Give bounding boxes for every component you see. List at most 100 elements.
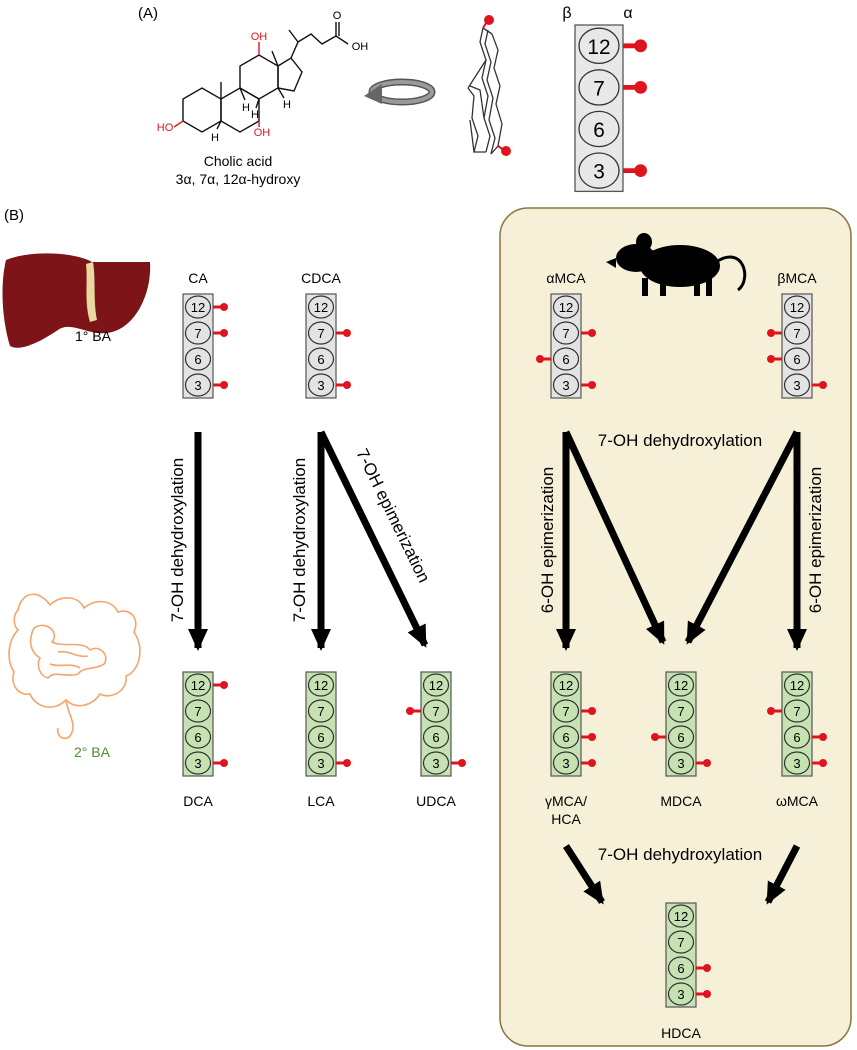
position-number: 6 xyxy=(194,730,201,745)
ring-position-12 xyxy=(667,673,695,697)
h-label-2: H xyxy=(251,109,259,121)
hydroxyl-group xyxy=(703,964,711,972)
position-number: 7 xyxy=(593,77,605,100)
hydroxyl-group xyxy=(651,733,659,741)
ring-position-3 xyxy=(667,751,695,775)
ring-position-12 xyxy=(307,673,335,697)
mouse-icon xyxy=(606,233,747,296)
ring-position-6 xyxy=(307,347,335,371)
position-number: 7 xyxy=(677,704,684,719)
position-number: 7 xyxy=(793,704,800,719)
position-number: 6 xyxy=(194,352,201,367)
ring-position-3 xyxy=(422,751,450,775)
c3-oh-label: HO xyxy=(157,122,174,134)
position-number: 7 xyxy=(432,704,439,719)
h-bond-4 xyxy=(216,120,222,130)
liver-icon xyxy=(2,253,151,348)
position-number: 7 xyxy=(793,326,800,341)
ring-d xyxy=(277,57,303,92)
hydroxyl-group xyxy=(767,329,775,337)
secondary-ba-label: 2° BA xyxy=(74,744,111,760)
position-number: 12 xyxy=(790,678,804,693)
position-number: 6 xyxy=(593,119,605,142)
name-bmca: βMCA xyxy=(777,270,817,286)
hydroxyl-group xyxy=(634,39,647,53)
hydroxyl-group xyxy=(767,355,775,363)
position-number: 6 xyxy=(317,352,324,367)
hydroxyl-group xyxy=(343,759,351,767)
position-number: 7 xyxy=(317,704,324,719)
side-chain xyxy=(290,33,337,59)
intestine-icon xyxy=(8,593,141,740)
ring-position-12 xyxy=(307,295,335,319)
hydroxyl-group xyxy=(220,381,228,389)
panel-b-label: (B) xyxy=(4,207,24,224)
ring-position-12 xyxy=(783,295,811,319)
ring-position-7 xyxy=(578,69,620,106)
position-number: 7 xyxy=(317,326,324,341)
ring-position-3 xyxy=(667,982,695,1006)
ring-c xyxy=(239,54,279,100)
methyl-c18 xyxy=(271,50,279,67)
ring-position-6 xyxy=(783,347,811,371)
ring-position-6 xyxy=(783,725,811,749)
h-bond-2 xyxy=(255,98,260,109)
ring-position-12 xyxy=(783,673,811,697)
position-number: 12 xyxy=(674,909,688,924)
position-number: 3 xyxy=(432,756,439,771)
name-hca: HCA xyxy=(551,811,581,827)
name-udca: UDCA xyxy=(416,793,456,809)
c7-oh-label: OH xyxy=(254,127,271,139)
hydroxyl-group xyxy=(588,381,596,389)
hydroxyl-group xyxy=(703,990,711,998)
position-number: 3 xyxy=(677,987,684,1002)
position-number: 7 xyxy=(562,704,569,719)
position-number: 7 xyxy=(677,935,684,950)
name-hdca: HDCA xyxy=(661,1025,701,1041)
position-number: 6 xyxy=(677,730,684,745)
hydroxyl-group xyxy=(220,759,228,767)
h-label-3: H xyxy=(283,99,291,111)
atom-labels: OH OH HO H H H H O OH xyxy=(157,10,369,144)
ring-position-6 xyxy=(184,725,212,749)
ring-position-7 xyxy=(667,699,695,723)
arrow-amca-to-mdca xyxy=(562,430,667,645)
position-number: 6 xyxy=(562,352,569,367)
ring-position-6 xyxy=(422,725,450,749)
ring-position-3 xyxy=(578,152,620,189)
hydroxyl-group xyxy=(220,303,228,311)
hydroxyl-group xyxy=(220,681,228,689)
reaction-arrows-mouse xyxy=(556,430,807,905)
position-number: 6 xyxy=(432,730,439,745)
name-wmca: ωMCA xyxy=(776,793,819,809)
label-mca-dehydroxylation: 7-OH dehydroxylation xyxy=(598,431,762,450)
ring-position-7 xyxy=(422,699,450,723)
ring-position-3 xyxy=(552,751,580,775)
hydroxyl-group xyxy=(588,329,596,337)
side-chain-methyl xyxy=(288,29,299,43)
label-left-epimerization: 6-OH epimerization xyxy=(538,467,557,613)
ring-position-7 xyxy=(667,930,695,954)
name-cdca: CDCA xyxy=(301,270,341,286)
position-number: 7 xyxy=(194,326,201,341)
ring-position-7 xyxy=(552,699,580,723)
position-number: 12 xyxy=(191,300,205,315)
acid-bond xyxy=(335,35,349,45)
h-bond-1 xyxy=(239,87,246,101)
position-number: 3 xyxy=(194,378,201,393)
ring-position-12 xyxy=(552,295,580,319)
hydroxyl-group xyxy=(343,329,351,337)
hydroxyl-group xyxy=(588,707,596,715)
ring-position-3 xyxy=(184,373,212,397)
ring-position-12 xyxy=(578,27,620,65)
position-number: 6 xyxy=(317,730,324,745)
ring-position-6 xyxy=(552,347,580,371)
position-number: 12 xyxy=(314,678,328,693)
hydroxyl-group xyxy=(819,759,827,767)
position-number: 6 xyxy=(793,352,800,367)
ring-position-3 xyxy=(307,373,335,397)
ring-position-6 xyxy=(184,347,212,371)
position-number: 12 xyxy=(559,678,573,693)
